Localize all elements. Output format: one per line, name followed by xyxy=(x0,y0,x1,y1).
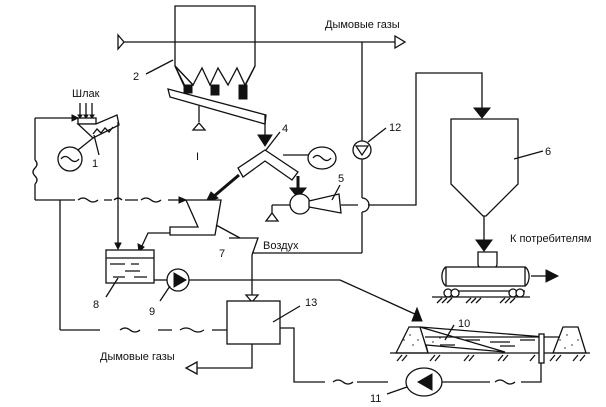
pump-11 xyxy=(405,363,542,397)
splitter-4 xyxy=(205,146,337,203)
rail-tank-car xyxy=(432,251,560,304)
fan-to-silo-line xyxy=(341,72,483,206)
slag-label: Шлак xyxy=(72,88,100,100)
label-1: 1 xyxy=(92,158,98,170)
label-5: 5 xyxy=(338,173,344,185)
leader-12 xyxy=(367,127,387,143)
separator-inlet-arrow xyxy=(178,196,188,204)
label-11: 11 xyxy=(370,393,381,405)
bunker-2 xyxy=(167,5,273,147)
label-13: 13 xyxy=(305,297,317,309)
flue-gases-top-label: Дымовые газы xyxy=(325,19,400,31)
label-9: 9 xyxy=(149,306,155,318)
flue-gases-bottom-label: Дымовые газы xyxy=(100,351,175,363)
leader-8 xyxy=(105,277,119,298)
air-label: Воздух xyxy=(263,240,299,252)
leader-13 xyxy=(272,305,301,323)
roman-one-label: I xyxy=(196,151,199,163)
leader-5 xyxy=(331,184,341,201)
leader-11 xyxy=(386,386,408,395)
pump-9 xyxy=(154,268,423,322)
flue-gas-line-top xyxy=(117,33,407,51)
fan-5 xyxy=(264,193,342,222)
leader-10 xyxy=(444,324,455,341)
leader-4 xyxy=(265,131,281,151)
label-8: 8 xyxy=(93,299,99,311)
tank-8 xyxy=(105,200,155,284)
label-10: 10 xyxy=(458,318,470,330)
to-consumers-label: К потребителям xyxy=(510,233,592,245)
exhaust-fan-12 xyxy=(252,42,372,254)
leader-6 xyxy=(513,150,544,160)
label-2: 2 xyxy=(133,71,139,83)
silo-6 xyxy=(450,118,519,252)
leader-2 xyxy=(145,59,174,75)
label-7: 7 xyxy=(219,248,225,260)
separator-7 xyxy=(137,199,260,303)
label-12: 12 xyxy=(389,122,401,134)
label-4: 4 xyxy=(282,123,288,135)
silo-inlet-arrow xyxy=(472,107,492,119)
wavy-line-top xyxy=(35,197,180,203)
pond-10 xyxy=(390,326,590,364)
label-6: 6 xyxy=(545,146,551,158)
leader-9 xyxy=(159,285,171,302)
crusher-1: Шлак xyxy=(32,88,120,200)
heater-13 xyxy=(60,300,388,385)
